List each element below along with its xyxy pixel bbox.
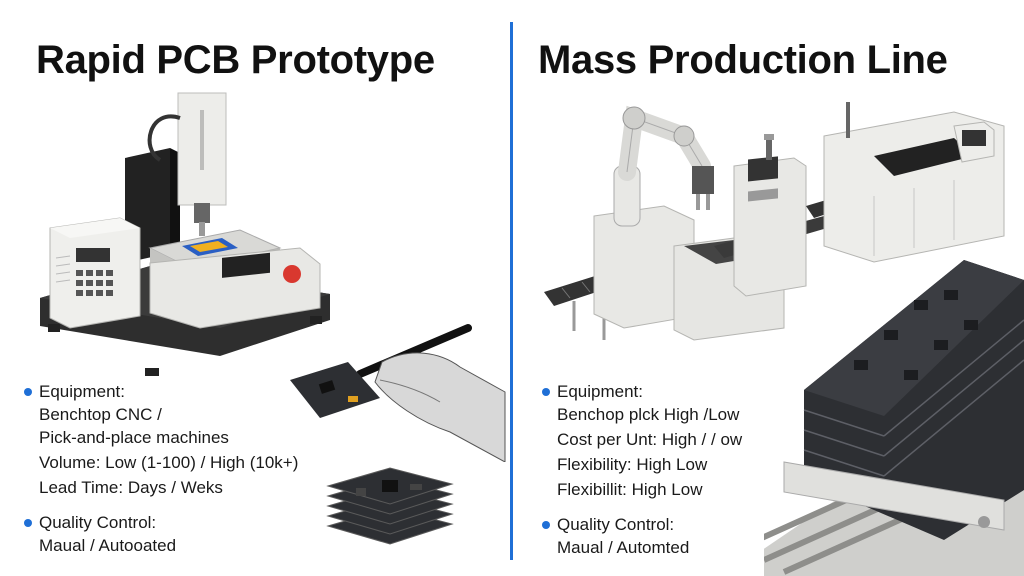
cost-line: Cost per Unt: High / / ow [557, 430, 743, 449]
pcb-bulk-stack-illustration [764, 260, 1024, 576]
center-divider [510, 22, 513, 560]
mass-production-specs: Equipment: Benchop plck High /Low Cost p… [542, 380, 802, 559]
mass-production-panel: Mass Production Line [514, 0, 1024, 576]
quality-control-bullet: Quality Control: [542, 513, 802, 536]
equipment-label: Equipment: [557, 382, 643, 401]
prototype-title: Rapid PCB Prototype [36, 38, 435, 82]
equipment-label: Equipment: [39, 382, 125, 401]
mass-production-title: Mass Production Line [538, 38, 948, 82]
flexibility-line-1: Flexibility: High Low [557, 455, 708, 474]
volume-line: Volume: Low (1-100) / High (10k+) [39, 453, 299, 472]
bullet-dot-icon [542, 521, 550, 529]
production-line-illustration [544, 102, 1005, 341]
quality-control-bullet: Quality Control: [24, 511, 324, 534]
quality-control-value: Maual / Autooated [39, 536, 177, 555]
benchtop-cnc-illustration [40, 92, 330, 376]
quality-control-value: Maual / Automted [557, 538, 690, 557]
equipment-line-1: Benchtop CNC / [39, 405, 162, 424]
prototype-panel: Rapid PCB Prototype [0, 0, 510, 576]
equipment-line-2: Pick-and-place machines [39, 428, 229, 447]
hand-with-pen-illustration [290, 324, 506, 462]
lead-time-line: Lead Time: Days / Weks [39, 478, 223, 497]
bullet-dot-icon [24, 519, 32, 527]
pcb-stack-illustration [326, 467, 454, 545]
flexibility-line-2: Flexibillit: High Low [557, 480, 703, 499]
bullet-dot-icon [542, 388, 550, 396]
quality-control-label: Quality Control: [557, 515, 675, 534]
bullet-dot-icon [24, 388, 32, 396]
quality-control-label: Quality Control: [39, 513, 157, 532]
equipment-bullet: Equipment: [542, 380, 802, 403]
equipment-bullet: Equipment: [24, 380, 324, 403]
equipment-line: Benchop plck High /Low [557, 405, 740, 424]
prototype-specs: Equipment: Benchtop CNC / Pick-and-place… [24, 380, 324, 557]
